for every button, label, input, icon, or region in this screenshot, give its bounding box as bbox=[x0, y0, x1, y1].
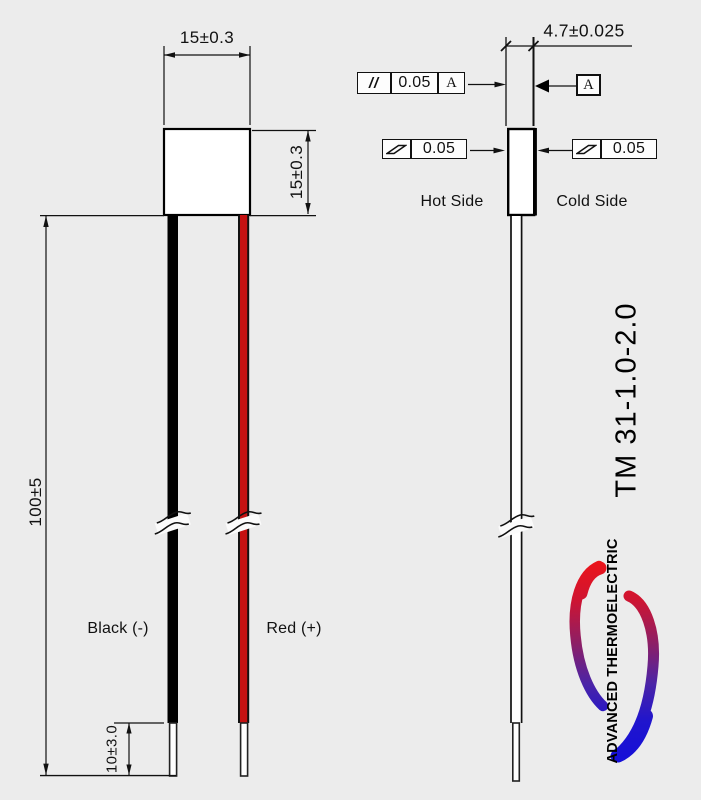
brand-logo-text: ADVANCED THERMOELECTRIC bbox=[605, 538, 621, 764]
logo-swoosh bbox=[569, 560, 660, 763]
parallelism-datum-ref: A bbox=[438, 72, 465, 94]
logo-swoosh-red-head bbox=[574, 561, 607, 600]
side-view bbox=[468, 37, 632, 782]
lead-length-dimension-text: 100±5 bbox=[26, 477, 45, 527]
flatness-icon bbox=[572, 139, 601, 159]
arrowhead bbox=[43, 763, 49, 775]
arrowhead bbox=[305, 130, 311, 142]
black-wire-label: Black (-) bbox=[87, 620, 149, 637]
arrowhead bbox=[239, 52, 250, 58]
parallelism-control-frame: // 0.05 A bbox=[357, 72, 465, 94]
arrowhead bbox=[126, 764, 132, 775]
height-dimension-lines bbox=[252, 129, 316, 214]
arrowhead bbox=[494, 81, 506, 88]
parallelism-symbol: // bbox=[357, 72, 391, 94]
flatness-icon bbox=[382, 139, 411, 159]
black-wire bbox=[167, 215, 178, 723]
dim-tick bbox=[500, 40, 512, 52]
flatness-tolerance-hot: 0.05 bbox=[411, 139, 467, 159]
datum-box: A bbox=[576, 74, 601, 96]
model-number-text: TM 31-1.0-2.0 bbox=[610, 302, 643, 498]
width-dimension-lines bbox=[163, 46, 251, 125]
module-side-face bbox=[507, 127, 536, 217]
flatness-control-frame-hot: 0.05 bbox=[382, 139, 467, 159]
red-wire-label: Red (+) bbox=[266, 620, 322, 637]
module-front-face bbox=[162, 127, 252, 217]
arrowhead bbox=[493, 147, 505, 154]
flatness-control-frame-cold: 0.05 bbox=[572, 139, 657, 159]
cold-side-label: Cold Side bbox=[556, 193, 628, 210]
arrowhead bbox=[537, 147, 549, 154]
arrowhead bbox=[43, 215, 49, 227]
width-dimension-text: 15±0.3 bbox=[179, 28, 235, 47]
logo-swoosh-blue-tail bbox=[611, 709, 653, 763]
hot-side-label: Hot Side bbox=[420, 193, 484, 210]
arrowhead bbox=[305, 203, 311, 214]
red-wire bbox=[238, 215, 249, 723]
flatness-tolerance-cold: 0.05 bbox=[601, 139, 657, 159]
front-view bbox=[40, 46, 316, 777]
height-dimension-text: 15±0.3 bbox=[287, 144, 306, 200]
datum-triangle bbox=[535, 79, 549, 93]
thickness-dimension-text: 4.7±0.025 bbox=[543, 20, 625, 41]
red-wire-bare-tip bbox=[239, 722, 249, 777]
arrowhead bbox=[164, 52, 175, 58]
strip-length-dimension-text: 10±3.0 bbox=[103, 724, 121, 774]
parallelism-tolerance: 0.05 bbox=[391, 72, 438, 94]
black-wire-bare-tip bbox=[168, 722, 178, 777]
arrowhead bbox=[126, 723, 132, 734]
side-wire-bare-tip bbox=[511, 722, 521, 782]
side-wire bbox=[510, 216, 522, 723]
dim-tick bbox=[527, 40, 540, 52]
